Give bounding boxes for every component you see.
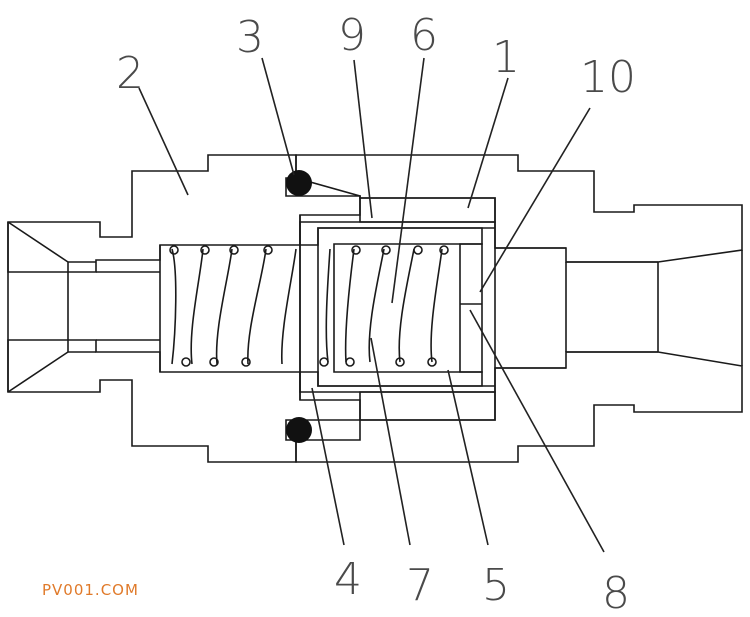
o-ring-top	[286, 170, 312, 196]
callout-4: 4	[334, 554, 362, 605]
spring-right	[319, 245, 449, 367]
o-ring-bottom	[286, 417, 312, 443]
callout-7: 7	[406, 560, 434, 611]
callout-6: 6	[410, 10, 438, 61]
callout-8: 8	[602, 568, 630, 617]
callout-1: 1	[492, 32, 520, 83]
leader-lines	[138, 57, 605, 553]
callout-10: 10	[580, 52, 636, 103]
part-4-poppet	[299, 197, 496, 421]
callout-2: 2	[116, 48, 144, 99]
callout-5: 5	[482, 560, 510, 611]
watermark: PV001.COM	[42, 581, 139, 599]
part-1-right-body	[295, 154, 743, 463]
spring-left	[169, 245, 297, 367]
part-2-left-body	[7, 154, 361, 463]
callout-9: 9	[338, 10, 366, 61]
callout-3: 3	[236, 12, 264, 63]
